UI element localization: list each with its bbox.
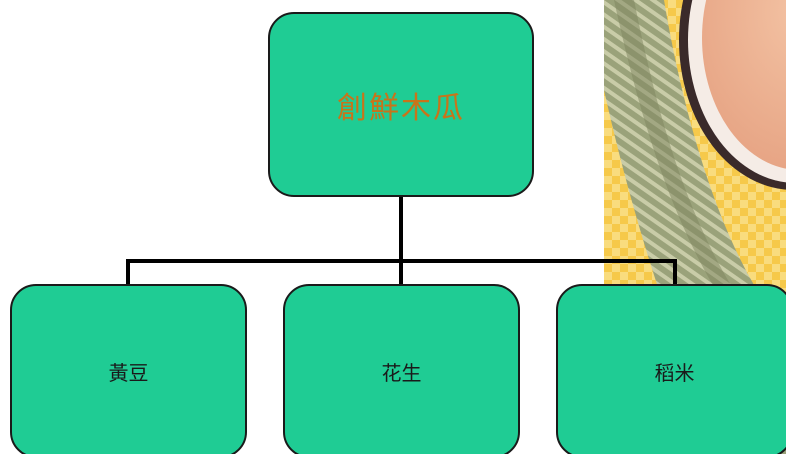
child-node-label: 花生	[381, 360, 422, 385]
child-node-label: 稻米	[654, 360, 695, 385]
root-node-label: 創鮮木瓜	[337, 90, 465, 126]
child-node-soybean: 黃豆	[10, 284, 247, 454]
root-node: 創鮮木瓜	[268, 12, 534, 197]
child-node-peanut: 花生	[283, 284, 520, 454]
child-node-label: 黃豆	[108, 360, 149, 385]
child-node-rice: 稻米	[556, 284, 786, 454]
